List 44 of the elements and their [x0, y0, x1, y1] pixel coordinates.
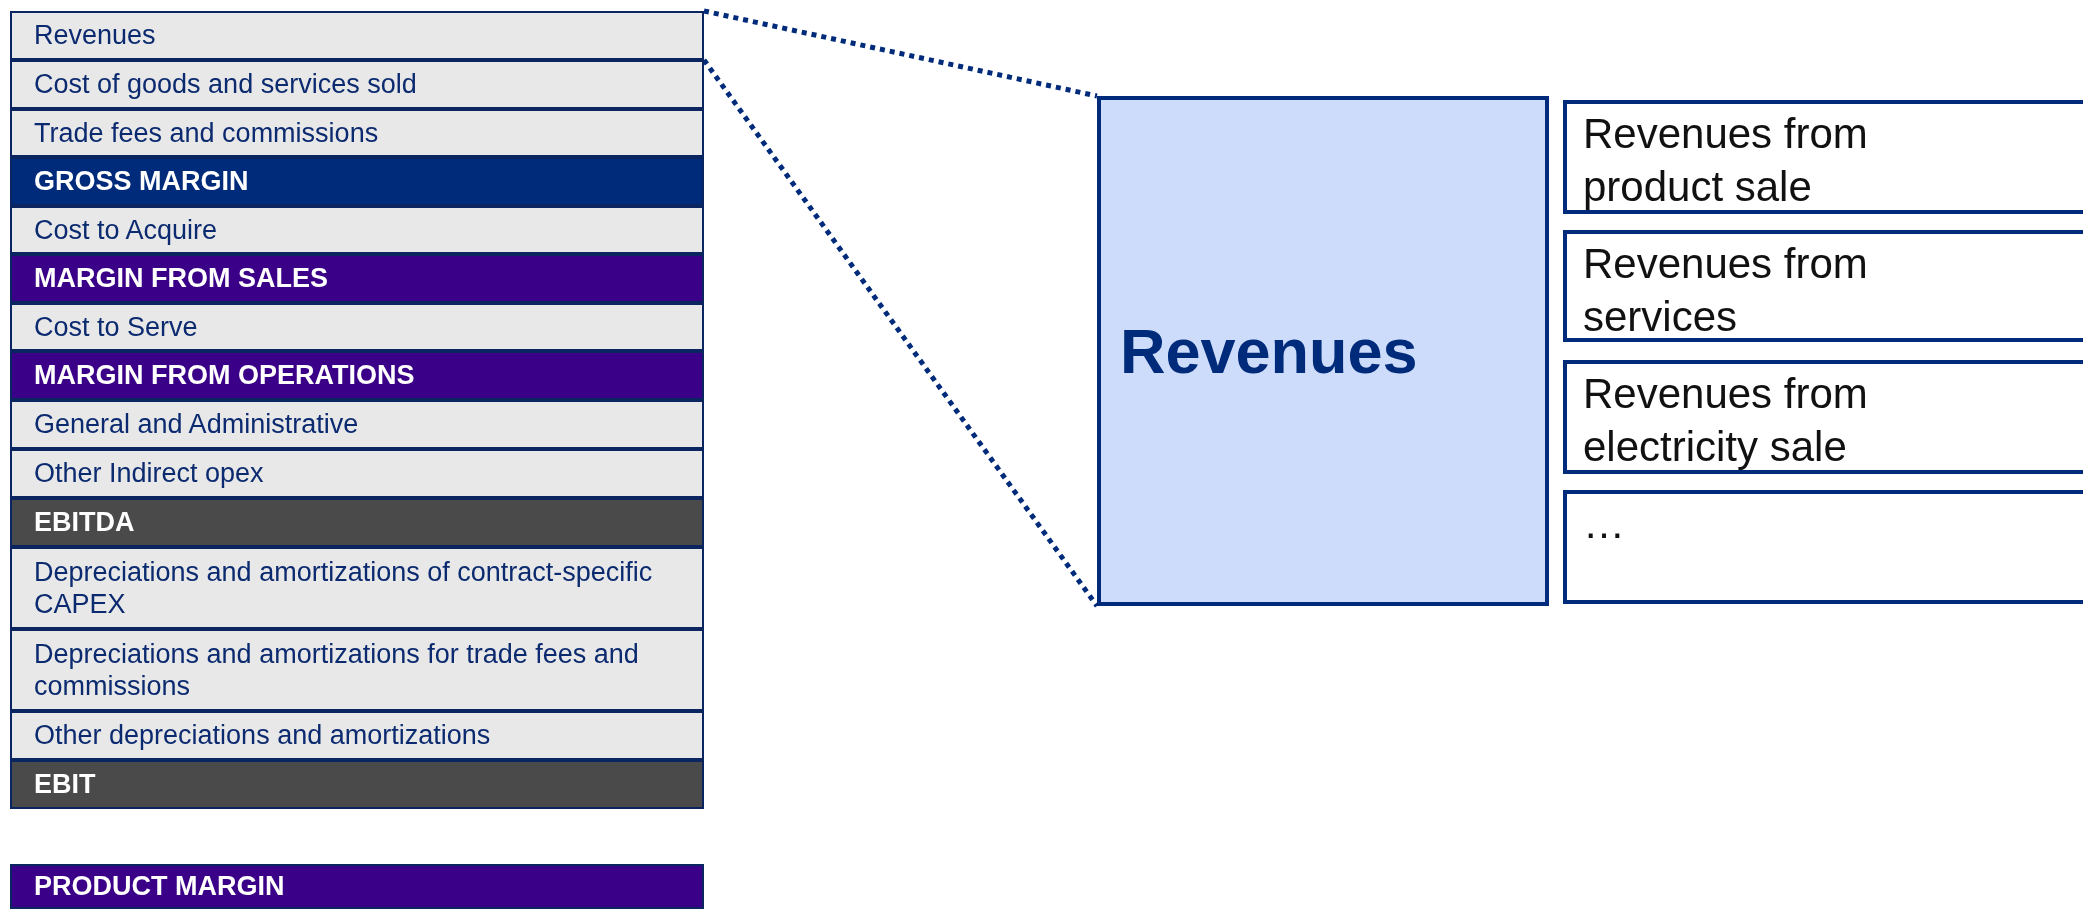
row-label: PRODUCT MARGIN: [34, 871, 285, 902]
subtotal-row: [10, 157, 704, 206]
row-label: General and Administrative: [34, 408, 359, 441]
subtotal-row: [10, 864, 704, 909]
row-label: Cost to Acquire: [34, 213, 218, 247]
row-label: Revenues from electricity sale: [1583, 369, 1869, 472]
detail-box: [1563, 360, 2083, 474]
table-row: [10, 449, 704, 498]
detail-box: [1563, 100, 2083, 214]
row-label: Trade fees and commissions: [34, 116, 379, 150]
row-label: Revenues: [34, 19, 156, 52]
row-label: EBITDA: [34, 507, 135, 538]
table-row: [10, 711, 704, 760]
table-row: [10, 11, 704, 60]
subtotal-row: [10, 254, 704, 303]
table-row: [10, 109, 704, 157]
table-row: [10, 400, 704, 449]
row-label: Other Indirect opex: [34, 457, 264, 490]
zoom-line: [703, 8, 1098, 99]
total-row: [10, 498, 704, 547]
detail-box: [1563, 490, 2083, 604]
focus-title: Revenues: [1120, 315, 1418, 387]
row-label: MARGIN FROM OPERATIONS: [34, 360, 415, 391]
zoom-line: [701, 58, 1100, 608]
row-label: Cost of goods and services sold: [34, 68, 417, 101]
table-row: [10, 547, 704, 629]
detail-box: [1563, 230, 2083, 342]
subtotal-row: [10, 351, 704, 400]
table-row: [10, 206, 704, 254]
table-row: [10, 60, 704, 109]
focus-box: [1097, 96, 1549, 606]
row-label: Cost to Serve: [34, 310, 198, 344]
row-label: MARGIN FROM SALES: [34, 263, 328, 294]
table-row: [10, 303, 704, 351]
row-label: Other depreciations and amortizations: [34, 719, 491, 752]
row-label: …: [1583, 499, 1625, 549]
row-label: Revenues from services: [1583, 239, 1869, 342]
table-row: [10, 629, 704, 711]
total-row: [10, 760, 704, 809]
row-label: Depreciations and amortizations for trade fees and commissions: [34, 637, 640, 703]
row-label: GROSS MARGIN: [34, 166, 249, 197]
row-label: Revenues from product sale: [1583, 109, 1869, 212]
row-label: EBIT: [34, 769, 96, 800]
row-label: Depreciations and amortizations of contract-specific CAPEX: [34, 555, 654, 621]
